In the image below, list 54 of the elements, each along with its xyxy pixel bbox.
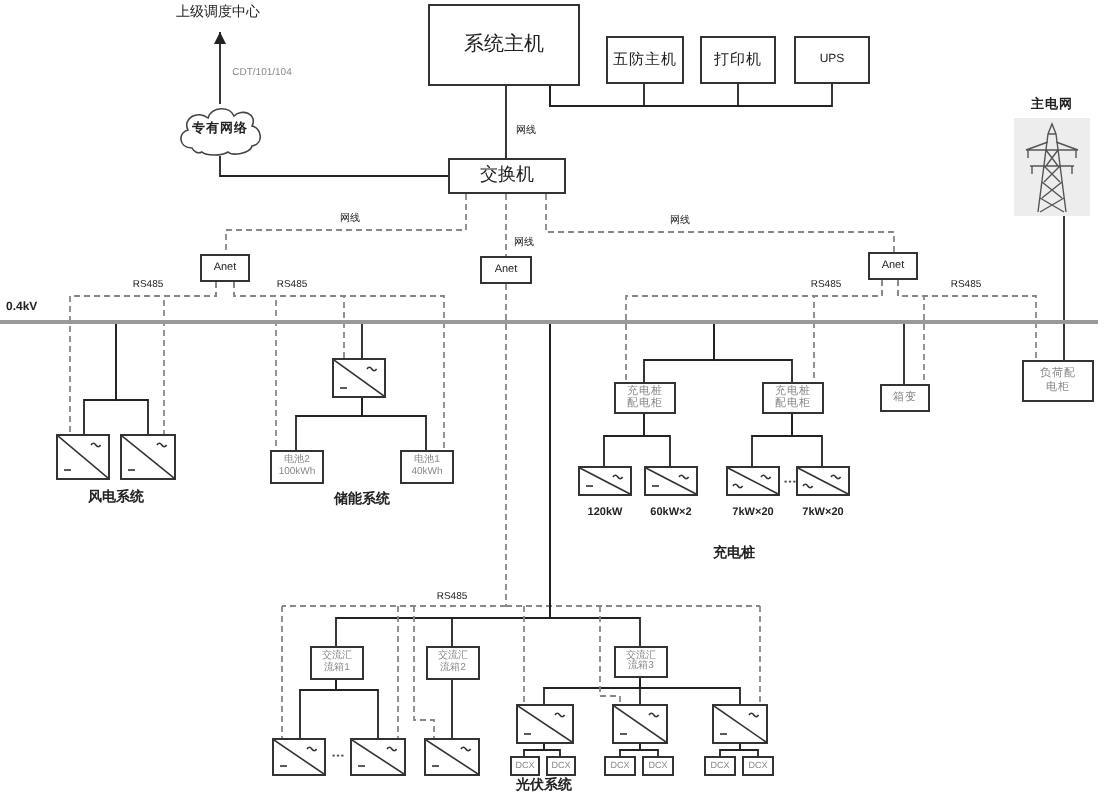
connector xyxy=(505,605,761,607)
connector xyxy=(791,413,823,467)
arrow xyxy=(214,31,226,105)
connector xyxy=(115,323,149,435)
connector xyxy=(219,155,449,177)
connector xyxy=(163,281,217,435)
connector xyxy=(739,743,759,757)
converter-symbol xyxy=(796,466,850,496)
busbar xyxy=(0,300,1098,324)
connector xyxy=(281,605,507,607)
connector xyxy=(451,679,453,739)
connector xyxy=(545,193,895,253)
converter-symbol xyxy=(612,704,668,744)
connector xyxy=(549,323,641,647)
connector xyxy=(643,413,671,467)
connector xyxy=(505,283,507,607)
connector xyxy=(361,323,363,359)
connector xyxy=(639,677,741,705)
connector xyxy=(505,85,507,159)
connector xyxy=(759,605,761,705)
connector xyxy=(543,743,561,757)
connector xyxy=(619,743,641,757)
converter-symbol xyxy=(644,466,698,496)
converter-symbol xyxy=(712,704,768,744)
connector xyxy=(233,281,445,451)
connector xyxy=(281,605,283,739)
connector xyxy=(813,279,883,383)
converter-symbol xyxy=(578,466,632,496)
converter-symbol xyxy=(56,434,110,480)
connector xyxy=(639,743,659,757)
connector xyxy=(335,679,379,739)
converter-symbol xyxy=(726,466,780,496)
connector xyxy=(719,743,741,757)
host-box: 系统主机 xyxy=(428,4,580,86)
connector xyxy=(505,193,507,257)
converter-symbol xyxy=(516,704,574,744)
connector xyxy=(361,397,427,451)
connector xyxy=(549,83,833,107)
connector xyxy=(225,193,467,255)
connector xyxy=(897,279,1037,361)
connector xyxy=(523,743,545,757)
converter-symbol xyxy=(120,434,176,480)
connector xyxy=(523,605,525,705)
connector xyxy=(903,323,905,385)
connector xyxy=(713,323,793,383)
converter-symbol xyxy=(424,738,480,776)
connector xyxy=(1063,215,1065,361)
connector xyxy=(413,605,435,739)
connector xyxy=(397,605,399,739)
converter-symbol xyxy=(350,738,406,776)
connector xyxy=(599,605,621,705)
converter-symbol xyxy=(272,738,326,776)
converter-symbol xyxy=(332,358,386,398)
switch-box: 交换机 xyxy=(448,158,566,194)
